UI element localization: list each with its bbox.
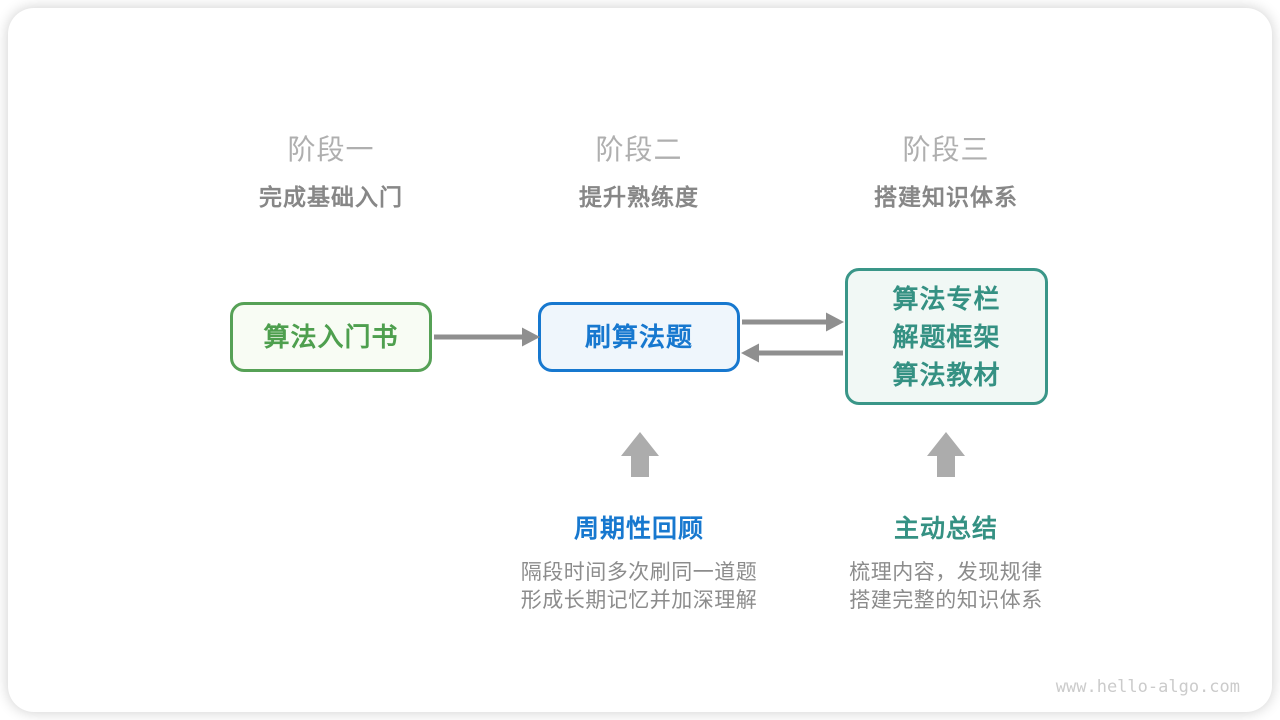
node-knowledge-line-3: 算法教材 xyxy=(892,359,1001,390)
annotation-review-desc: 隔段时间多次刷同一道题 形成长期记忆并加深理解 xyxy=(479,559,799,615)
stage-1-subtitle: 完成基础入门 xyxy=(259,184,403,210)
node-intro-book-label: 算法入门书 xyxy=(263,322,399,352)
stage-3-subtitle-wrap: 搭建知识体系 xyxy=(786,178,1106,212)
node-knowledge: 算法专栏 解题框架 算法教材 xyxy=(845,268,1048,405)
stage-3-header: 阶段三 xyxy=(786,128,1106,168)
stage-3-subtitle: 搭建知识体系 xyxy=(874,184,1018,210)
stage-1-title: 阶段一 xyxy=(287,134,375,165)
annotation-review-desc-line-1: 隔段时间多次刷同一道题 xyxy=(520,561,758,584)
node-practice: 刷算法题 xyxy=(538,302,740,372)
stage-1-subtitle-wrap: 完成基础入门 xyxy=(171,178,491,212)
node-practice-label: 刷算法题 xyxy=(584,322,693,352)
annotation-review-desc-line-2: 形成长期记忆并加深理解 xyxy=(520,589,758,612)
node-knowledge-line-2: 解题框架 xyxy=(892,321,1001,352)
annotation-summarize-desc-line-1: 梳理内容，发现规律 xyxy=(849,561,1043,584)
stage-3-title: 阶段三 xyxy=(902,134,990,165)
stage-2-subtitle-wrap: 提升熟练度 xyxy=(479,178,799,212)
annotation-summarize-desc-line-2: 搭建完整的知识体系 xyxy=(849,589,1043,612)
annotation-review: 周期性回顾 xyxy=(479,509,799,545)
annotation-review-label: 周期性回顾 xyxy=(573,515,704,543)
stage-2-subtitle: 提升熟练度 xyxy=(579,184,699,210)
watermark: www.hello-algo.com xyxy=(1055,677,1240,697)
node-knowledge-line-1: 算法专栏 xyxy=(892,283,1001,314)
stage-2-title: 阶段二 xyxy=(595,134,683,165)
stage-1-header: 阶段一 xyxy=(171,128,491,168)
annotation-summarize: 主动总结 xyxy=(786,509,1106,545)
node-intro-book: 算法入门书 xyxy=(230,302,432,372)
annotation-summarize-label: 主动总结 xyxy=(893,515,998,543)
stage-2-header: 阶段二 xyxy=(479,128,799,168)
annotation-summarize-desc: 梳理内容，发现规律 搭建完整的知识体系 xyxy=(786,559,1106,615)
